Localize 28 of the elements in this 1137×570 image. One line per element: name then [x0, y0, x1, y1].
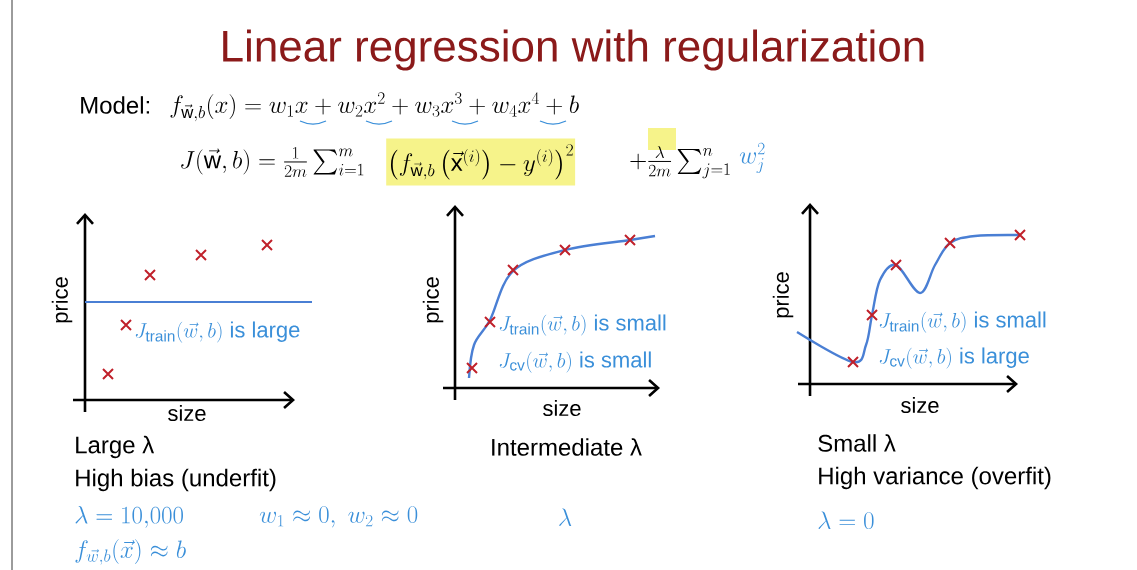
handwritten-note: $\lambda$ — [559, 508, 572, 526]
handwritten-note: $J_{\mathrm{train}}(\vec{w},b)\text{ is large}$ — [135, 321, 300, 343]
caption-text: Small λ — [818, 434, 896, 452]
caption-text: High variance (overfit) — [819, 466, 1051, 490]
handwritten-note: $w_1\approx 0,\ w_2\approx 0$ — [259, 506, 418, 528]
model-label: Model: — [81, 96, 149, 114]
caption-text: Intermediate λ — [492, 438, 642, 456]
handwritten-note: $f_{\vec{w},b}(\vec{x})\approx b$ — [75, 539, 186, 565]
cost-formula: $J(\vec{\mathrm{w}},b) = \frac{1}{2m}\sum_{i=1}^{m}$ — [181, 146, 364, 177]
handwritten-note: $\lambda=10{,}000$ — [75, 505, 183, 529]
axis-label: size — [168, 404, 206, 422]
cost-formula: $w_j^2$ — [739, 142, 765, 174]
axis-label: price — [422, 277, 444, 323]
handwritten-note: $J_{\mathrm{train}}(\vec{w},b)\text{ is small}$ — [879, 311, 1046, 333]
model-formula: $f_{\vec{\mathrm{w}},b}(x) = w_1x + w_2x^2 + w_3x^3 + w_4x^4 + b$ — [170, 92, 579, 122]
handwritten-note: $J_{\mathrm{cv}}(\vec{w},b)\text{ is small}$ — [499, 351, 651, 373]
axis-label: size — [543, 399, 581, 417]
axis-label: size — [901, 396, 939, 414]
caption-text: High bias (underfit) — [76, 468, 276, 492]
highlighted-formula: $\left(f_{\vec{\mathrm{w}},b}\left(\vec{\mathrm{x}}^{(i)}\right) - y^{(i)}\right)^2$ — [386, 138, 576, 186]
caption-text: Large λ — [76, 435, 154, 459]
handwritten-note: $\lambda=0$ — [818, 511, 874, 530]
handwritten-note: $J_{\mathrm{train}}(\vec{w},b)\text{ is small}$ — [499, 314, 666, 336]
title: Linear regression with regularization — [223, 29, 924, 71]
axis-label: price — [772, 272, 794, 318]
axis-label: price — [51, 277, 73, 323]
handwritten-note: $J_{\mathrm{cv}}(\vec{w},b)\text{ is large}$ — [879, 347, 1029, 369]
cost-formula: $+\frac{\lambda}{2m}\sum_{j=1}^{n}$ — [630, 145, 730, 179]
